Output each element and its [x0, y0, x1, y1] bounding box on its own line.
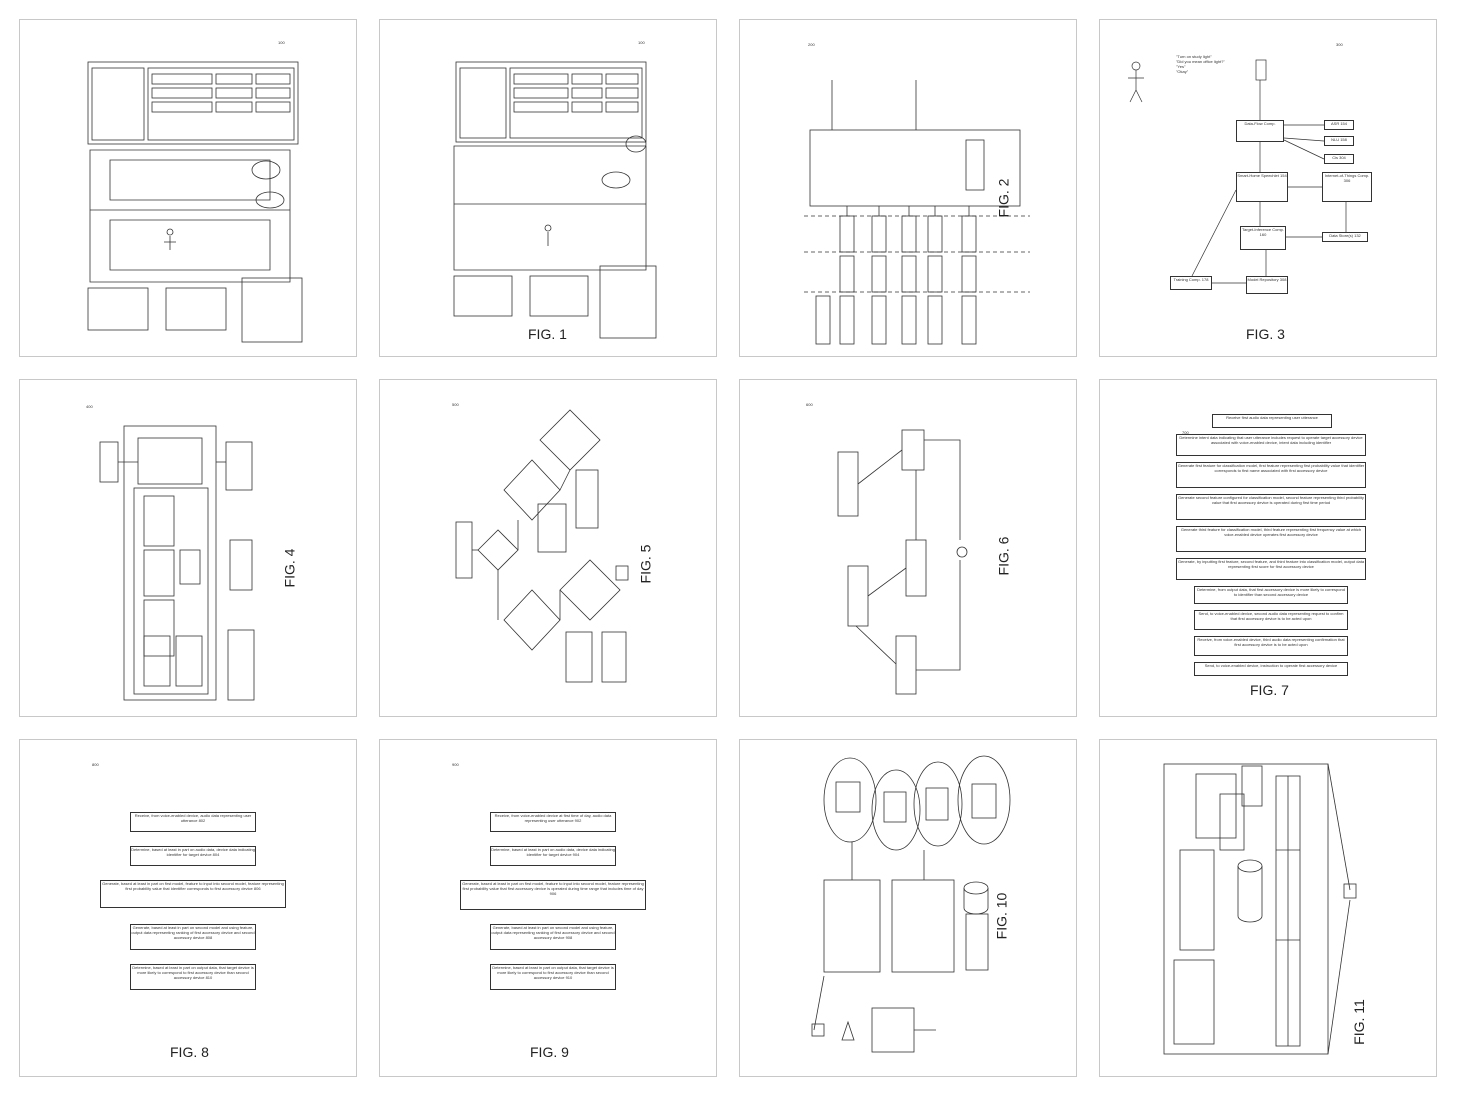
speech-bubble: "Turn on study light" "Did you mean offi…: [1176, 54, 1256, 78]
flow-step-text: Receive, from voice-enabled device, audi…: [134, 813, 252, 823]
flow-step: Receive, from voice-enabled device, thir…: [1194, 636, 1348, 656]
component-diagram: [99, 425, 255, 701]
flow-step-number: 802: [198, 818, 206, 823]
flow-step: Receive, from voice-enabled device at fi…: [490, 812, 616, 832]
sheet-1: 100: [19, 19, 357, 357]
flow-step: Generate, based at least in part on firs…: [100, 880, 286, 908]
figure-label: FIG. 1: [528, 326, 567, 342]
flow-step: Generate third feature for classificatio…: [1176, 526, 1366, 552]
system-drawing: [453, 61, 657, 339]
figure-label: FIG. 5: [637, 544, 654, 584]
flow-step-number: 906: [549, 891, 557, 896]
sheet-fig-9: 900 Receive, from voice-enabled device a…: [379, 739, 717, 1077]
flow-step: Generate, based at least in part on firs…: [460, 880, 646, 910]
flow-step-number: 908: [565, 935, 573, 940]
flow-step: Determine, based at least in part on aud…: [130, 846, 256, 866]
sheet-fig-10: FIG. 10: [739, 739, 1077, 1077]
flow-step-text: Generate, based at least in part on firs…: [462, 881, 644, 891]
flow-box: ASR 154: [1324, 120, 1354, 130]
ref-number: 500: [452, 402, 459, 407]
flow-step: Send, to voice-enabled device, instructi…: [1194, 662, 1348, 676]
flow-box: Smart-Home Speechlet 154: [1236, 172, 1288, 202]
flow-step-number: 804: [212, 852, 220, 857]
speech-line: "Turn on study light": [1176, 54, 1212, 59]
sheet-fig-1: 100 FIG. 1: [379, 19, 717, 357]
flow-step: Generate, by inputting first feature, se…: [1176, 558, 1366, 580]
figure-label: FIG. 4: [281, 548, 298, 588]
flow-step-text: Generate, based at least in part on seco…: [131, 925, 255, 940]
flow-step-text: Receive, from voice-enabled device at fi…: [494, 813, 612, 823]
flow-step: Determine, from output data, that first …: [1194, 586, 1348, 604]
ref-number: 300: [1336, 42, 1343, 47]
flow-box: NLU 158: [1324, 136, 1354, 146]
flow-step: Receive, from voice-enabled device, audi…: [130, 812, 256, 832]
system-drawing: [87, 61, 303, 343]
flow-step-text: Determine, based at least in part on aud…: [491, 847, 615, 857]
flow-step: Generate, based at least in part on seco…: [130, 924, 256, 950]
flow-step: Generate second feature configured for c…: [1176, 494, 1366, 520]
figure-label: FIG. 11: [1350, 999, 1367, 1045]
flow-step-number: 910: [565, 975, 573, 980]
sheet-fig-3: 300 "Turn on study light" "Did you mean …: [1099, 19, 1437, 357]
sheet-fig-6: 600 FIG. 6: [739, 379, 1077, 717]
figure-label: FIG. 9: [530, 1044, 569, 1060]
ref-number: 600: [806, 402, 813, 407]
model-diagram: [804, 80, 1030, 345]
flow-step: Determine, based at least in part on out…: [130, 964, 256, 990]
flow-step: Send, to voice-enabled device, second au…: [1194, 610, 1348, 630]
flowchart: [455, 409, 629, 683]
flow-step: Determine intent data indicating that us…: [1176, 434, 1366, 456]
sheet-fig-8: 800 Receive, from voice-enabled device, …: [19, 739, 357, 1077]
flow-box: Model Repository 308: [1246, 276, 1288, 294]
system-diagram: [1163, 763, 1357, 1055]
figure-label: FIG. 3: [1246, 326, 1285, 342]
speech-line: "Yes": [1176, 64, 1186, 69]
ranking-diagram: [837, 429, 968, 695]
flow-step: Generate, based at least in part on seco…: [490, 924, 616, 950]
sheet-fig-4: 400 FIG. 4: [19, 379, 357, 717]
flow-step-number: 810: [205, 975, 213, 980]
flow-box: Data-Flow Comp.: [1236, 120, 1284, 142]
ref-number: 800: [92, 762, 99, 767]
speech-line: "Did you mean office light?": [1176, 59, 1225, 64]
flow-step-number: 902: [574, 818, 582, 823]
flow-step: Receive first audio data representing us…: [1212, 414, 1332, 428]
flow-step-text: Generate, based at least in part on firs…: [102, 881, 284, 891]
network-diagram: [811, 755, 1011, 1053]
figure-label: FIG. 10: [993, 892, 1010, 940]
flow-box: Internet-of-Things Comp. 306: [1322, 172, 1372, 202]
flow-step: Determine, based at least in part on out…: [490, 964, 616, 990]
ref-number: 200: [808, 42, 815, 47]
flow-step-text: Generate, based at least in part on seco…: [491, 925, 615, 940]
speech-line: "Okay": [1176, 69, 1189, 74]
ref-number: 100: [278, 40, 285, 45]
figure-label: FIG. 6: [995, 536, 1012, 576]
ref-number: 700: [1182, 430, 1189, 435]
flow-step: Generate first feature for classificatio…: [1176, 462, 1366, 488]
flow-box: Data Store(s) 132: [1322, 232, 1368, 242]
flow-connectors: [1128, 59, 1347, 284]
flow-step-text: Determine, based at least in part on out…: [132, 965, 254, 980]
flow-step-number: 806: [253, 886, 261, 891]
flow-box: Training Comp. 178: [1170, 276, 1212, 290]
figure-label: FIG. 7: [1250, 682, 1289, 698]
flow-step: Determine, based at least in part on aud…: [490, 846, 616, 866]
flow-step-text: Determine, based at least in part on out…: [492, 965, 614, 980]
ref-number: 900: [452, 762, 459, 767]
flow-box: Target-Inference Comp. 160: [1240, 226, 1286, 250]
flow-box: Cis 304: [1324, 154, 1354, 164]
flow-step-number: 808: [205, 935, 213, 940]
flow-step-text: Determine, based at least in part on aud…: [131, 847, 255, 857]
sheet-fig-11: FIG. 11: [1099, 739, 1437, 1077]
sheet-fig-7: 700 Receive first audio data representin…: [1099, 379, 1437, 717]
sheet-fig-5: 500 FIG. 5: [379, 379, 717, 717]
flow-step-number: 904: [572, 852, 580, 857]
ref-number: 100: [638, 40, 645, 45]
sheet-fig-2: 200 FIG. 2: [739, 19, 1077, 357]
ref-number: 400: [86, 404, 93, 409]
figure-label: FIG. 2: [995, 178, 1012, 218]
figure-label: FIG. 8: [170, 1044, 209, 1060]
